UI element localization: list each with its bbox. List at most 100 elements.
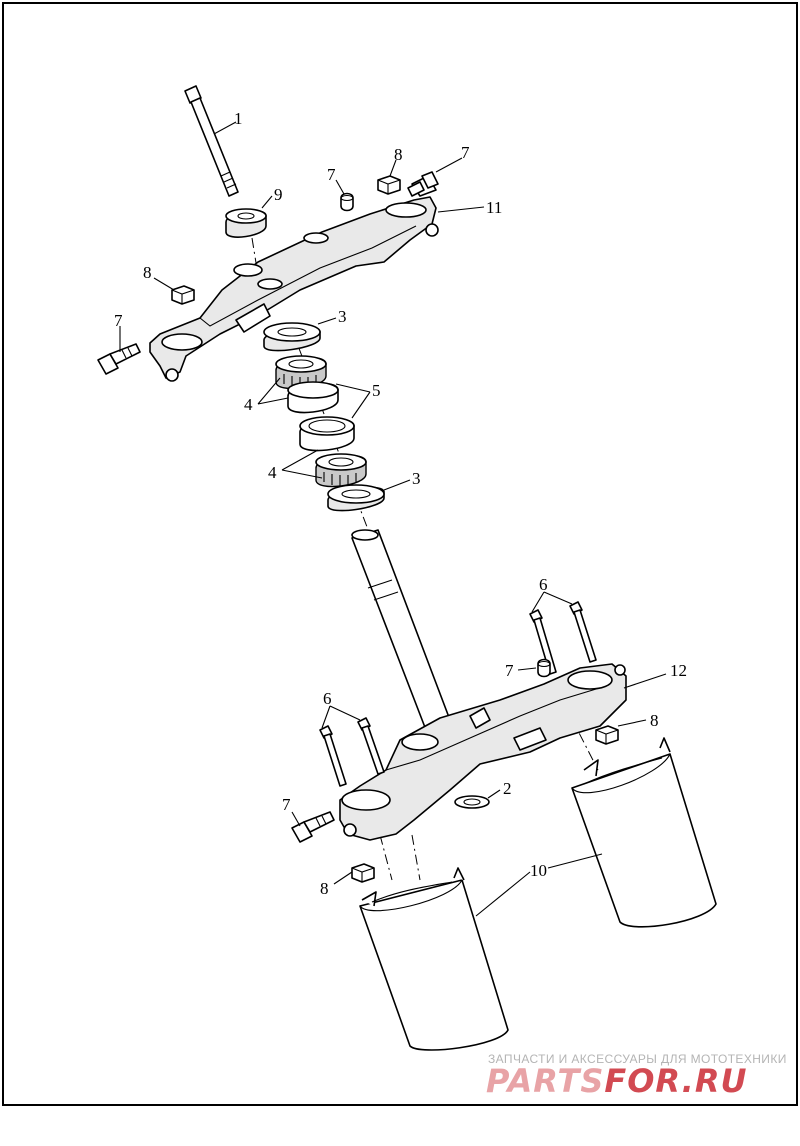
part-6-bolt-left-a <box>319 725 347 787</box>
center-line-left-fork-2 <box>411 834 421 881</box>
washer-hole <box>463 798 481 806</box>
part-12-lower-clamp <box>339 663 627 841</box>
part-8-plug-lower-2 <box>351 863 375 883</box>
nut-hole <box>237 212 255 220</box>
part-1-stem-bolt <box>184 85 239 197</box>
bearing-rollers <box>323 472 357 486</box>
upper-clamp-boss <box>235 303 271 333</box>
callout-4-lower: 4 <box>268 463 277 482</box>
plug-edges <box>171 289 195 304</box>
part-2-washer <box>454 795 490 809</box>
bolt-7-left-shank <box>109 343 141 365</box>
leader-3-upper <box>317 317 337 325</box>
part-4-bearing-upper <box>275 355 327 390</box>
bolt-7-head <box>537 658 551 678</box>
leader-8-upper <box>389 159 397 177</box>
leader-7-lower-mid <box>517 667 537 671</box>
leader-4-upper <box>257 377 289 405</box>
part-8-plug-upper-1 <box>377 175 401 195</box>
callout-6-left: 6 <box>323 689 332 708</box>
callout-7-upper-left: 7 <box>114 311 123 330</box>
bolt-7-right-cap <box>421 171 439 189</box>
leader-2 <box>487 789 501 799</box>
bolt-7-left-head <box>97 353 119 375</box>
bolt-thread <box>220 171 237 189</box>
bolt-7-shank <box>303 811 335 833</box>
callout-4-upper: 4 <box>244 395 253 414</box>
bolt-shank <box>533 617 557 675</box>
watermark-logo-part1: PARTS <box>486 1062 605 1100</box>
fork-cover-body <box>571 753 717 928</box>
callout-labels: 1 9 7 8 7 11 8 7 3 4 5 4 3 6 7 12 8 6 2 … <box>114 109 687 898</box>
leader-9 <box>261 195 273 209</box>
center-line-left-fork <box>379 834 393 881</box>
part-4-bearing-lower <box>315 453 367 488</box>
part-11-upper-clamp <box>149 196 439 382</box>
fork-cover-rim <box>571 753 671 794</box>
part-10-fork-cover-right <box>571 737 717 928</box>
part-6-bolt-right-a <box>529 609 557 675</box>
callout-2: 2 <box>503 779 512 798</box>
bolt-shank <box>361 725 385 775</box>
bolt-7-right-shank <box>407 181 425 197</box>
callout-7-upper-right: 7 <box>461 143 470 162</box>
upper-clamp-hole-3 <box>257 278 283 290</box>
stem-shoulder <box>367 579 399 601</box>
part-8-plug-upper-2 <box>171 285 195 305</box>
washer-outer <box>454 795 490 809</box>
steering-stem <box>351 529 451 731</box>
callout-8-upper: 8 <box>394 145 403 164</box>
callout-12: 12 <box>670 661 687 680</box>
callout-11: 11 <box>486 198 502 217</box>
bolt-7-socket <box>340 194 354 202</box>
fork-cover-inner <box>583 757 663 785</box>
leader-12 <box>623 673 667 689</box>
leader-8-lower-left <box>333 871 353 885</box>
bearing-hole <box>288 359 314 369</box>
callout-3-upper: 3 <box>338 307 347 326</box>
bolt-7-head <box>340 192 354 212</box>
callout-8-lower-left: 8 <box>320 879 329 898</box>
plug-body <box>595 725 619 745</box>
lower-clamp-lug <box>513 727 547 751</box>
lower-clamp-right-bore <box>567 670 613 690</box>
callout-7-lower-mid: 7 <box>505 661 514 680</box>
leader-8-upper-left <box>153 277 175 291</box>
leader-11 <box>437 206 485 213</box>
lower-clamp-right-hole <box>614 664 626 676</box>
part-7-bolt-lower-left <box>291 811 335 843</box>
callout-7-upper-mid: 7 <box>327 165 336 184</box>
stem-shaft <box>351 529 451 731</box>
part-6-bolt-right-b <box>569 601 597 663</box>
plug-edges <box>351 867 375 882</box>
bolt-shank <box>573 609 597 663</box>
part-8-plug-lower-1 <box>595 725 619 745</box>
part-9-nut <box>225 208 267 238</box>
bolt-7-thread <box>315 815 327 827</box>
watermark-logo-part2: FOR.RU <box>604 1062 748 1100</box>
lower-clamp-stem-boss <box>401 733 439 751</box>
part-5-race-lower <box>299 416 355 452</box>
upper-clamp-right-pin <box>425 223 439 237</box>
lower-clamp-edge <box>385 685 607 771</box>
upper-clamp-left-bore <box>161 333 203 351</box>
leader-10 <box>475 853 603 917</box>
part-7-bolt-upper-left <box>97 343 141 375</box>
lower-clamp-left-hole <box>343 823 357 837</box>
lower-clamp-body <box>339 663 627 841</box>
callout-10: 10 <box>530 861 547 880</box>
callout-5: 5 <box>372 381 381 400</box>
part-7-bolt-upper-mid <box>340 192 354 212</box>
lower-clamp-left-bore <box>341 789 391 811</box>
bolt-shank <box>323 733 347 787</box>
race-top <box>287 381 339 399</box>
leader-7-lower-left <box>291 811 301 827</box>
leader-1 <box>213 121 237 135</box>
seal-hole <box>277 327 307 337</box>
leader-8-lower-right <box>617 719 647 727</box>
part-5-race-upper <box>287 381 339 414</box>
upper-clamp-right-bore <box>385 202 427 218</box>
bearing-hole <box>328 457 354 467</box>
bolt-7-left-thread <box>121 347 133 359</box>
bolt-7-socket <box>537 660 551 668</box>
